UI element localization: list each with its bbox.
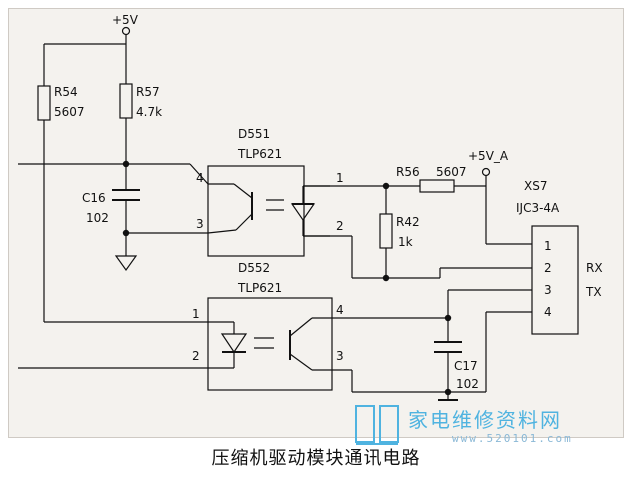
d552-emitter	[289, 353, 313, 371]
junction-c17-bottom	[444, 388, 452, 396]
watermark-logo	[355, 405, 399, 445]
c16-ref: C16	[82, 191, 106, 205]
junction-c16-gnd	[122, 229, 130, 237]
r42-value: 1k	[398, 235, 413, 249]
r57-ref: R57	[136, 85, 160, 99]
vcc-a-terminal	[481, 167, 491, 177]
r54-value: 5607	[54, 105, 85, 119]
d551-ref: D551	[238, 127, 270, 141]
d552-led	[220, 333, 248, 354]
c17-value: 102	[456, 377, 479, 391]
d552-part: TLP621	[237, 281, 282, 295]
rx-label: RX	[586, 261, 603, 275]
r54-body	[37, 85, 51, 121]
xs7-pin-3: 3	[544, 283, 552, 297]
xs7-pin-1: 1	[544, 239, 552, 253]
r56-body	[419, 179, 455, 193]
d551-pin-3: 3	[196, 217, 204, 231]
junction-c17-top	[444, 314, 452, 322]
d551-body	[207, 165, 305, 257]
d551-led	[290, 203, 316, 222]
xs7-connector	[531, 225, 579, 335]
d552-pin-3: 3	[336, 349, 344, 363]
circuit-diagram: +5V R54 5607 R57 4.7k D551 TLP621 C16 10…	[18, 13, 603, 401]
r57-body	[119, 83, 133, 119]
junction-r57-c16	[122, 160, 130, 168]
d552-collector	[289, 317, 313, 337]
r56-ref: R56	[396, 165, 420, 179]
vcc-label: +5V	[112, 13, 139, 27]
d551-pin-1: 1	[336, 171, 344, 185]
xs7-pin-2: 2	[544, 261, 552, 275]
watermark-text: 家电维修资料网	[408, 408, 562, 432]
r57-value: 4.7k	[136, 105, 162, 119]
watermark-url: www.520101.com	[452, 432, 573, 445]
tx-label: TX	[585, 285, 602, 299]
r42-body	[379, 213, 393, 249]
c16-value: 102	[86, 211, 109, 225]
d552-pin-2: 2	[192, 349, 200, 363]
d552-ref: D552	[238, 261, 270, 275]
d551-collector	[233, 183, 253, 199]
xs7-ref: XS7	[524, 179, 547, 193]
d551-part: TLP621	[237, 147, 282, 161]
d551-pin-4: 4	[196, 171, 204, 185]
junction-r42-bottom	[382, 274, 390, 282]
xs7-pin-4: 4	[544, 305, 552, 319]
junction-r42-top	[382, 182, 390, 190]
vcc-a-label: +5V_A	[468, 149, 509, 163]
d552-pin-4: 4	[336, 303, 344, 317]
r54-ref: R54	[54, 85, 78, 99]
d552-body	[207, 297, 333, 391]
diagram-caption: 压缩机驱动模块通讯电路	[211, 448, 421, 469]
xs7-part: IJC3-4A	[516, 201, 560, 215]
c17-ref: C17	[454, 359, 478, 373]
d551-emitter-lead	[207, 229, 237, 234]
ground-symbol	[114, 255, 138, 272]
vcc-terminal	[121, 26, 131, 36]
d552-pin-1: 1	[192, 307, 200, 321]
d551-pin4-wire	[189, 163, 209, 185]
schematic-panel	[8, 8, 624, 438]
r56-value: 5607	[436, 165, 467, 179]
r42-ref: R42	[396, 215, 420, 229]
d551-emitter	[235, 213, 253, 231]
d551-pin-2: 2	[336, 219, 344, 233]
